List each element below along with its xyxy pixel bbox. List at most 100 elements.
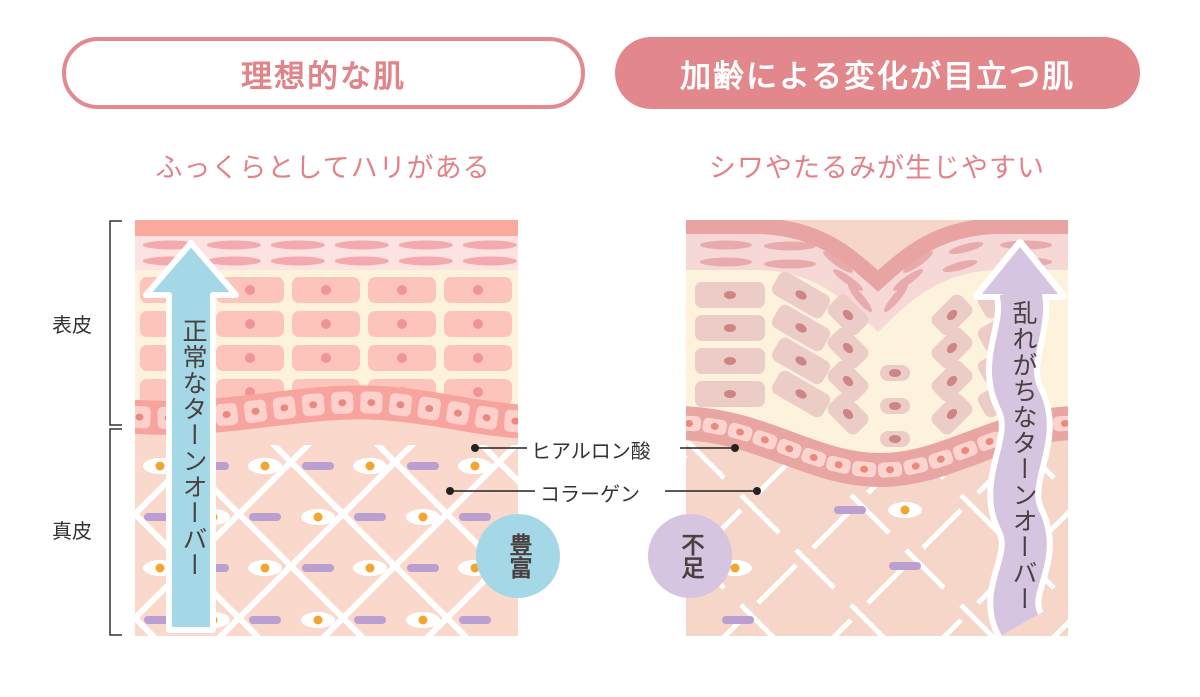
stratum-flake [833,269,863,291]
cell-nucleus [473,285,483,295]
keratinocyte [880,365,910,381]
keratinocyte [827,327,869,369]
basal-cell [360,391,383,414]
basal-cell-nucleus [760,436,769,444]
collagen-fiber [236,407,470,636]
keratinocyte [771,271,831,319]
collagen-fiber [794,548,836,590]
ideal-skin-header: 理想的な肌 [62,37,585,109]
collagen-fiber [1051,619,1068,636]
hyaluronic-acid-dot [900,505,910,515]
collagen-fiber [98,565,136,603]
hyaluronic-acid-dot [155,563,165,573]
keratinocyte [695,381,765,407]
cell-nucleus [842,408,854,420]
cell-nucleus [473,387,483,397]
basal-cell-nucleus [936,455,945,463]
aging-skin-subtitle: シワやたるみが生じやすい [709,153,1045,184]
collagen-fiber [686,455,688,459]
collagen-fiber [1143,510,1181,548]
stratum-flake [335,256,389,266]
irregular-turnover-label: 乱れがちなターンオーバー [1009,300,1038,612]
stratum-flake [942,259,978,273]
keratinocyte [771,304,831,352]
collagen-fiber [959,493,1001,535]
collagen-fiber [135,509,262,636]
hyaluronic-acid-dot [313,512,323,522]
basal-cell [474,405,499,430]
collagen-fiber [576,550,614,588]
basal-cell-nucleus [686,419,693,427]
basal-cell [504,409,518,433]
basal-cell [752,430,778,450]
keratinocyte [827,360,869,402]
cell-nucleus [889,369,901,377]
collagen-fiber [43,620,81,658]
keratinocyte [931,393,973,435]
basal-cell [686,415,702,432]
cell-nucleus [397,319,407,329]
keratinocyte [931,360,973,402]
stratum-flake [823,251,853,273]
collagen-fiber [0,565,26,603]
cell-nucleus [321,319,331,329]
stratum-flake [399,240,453,250]
collagen-fiber [1071,605,1109,643]
hyaluronic-acid-dot [260,563,270,573]
stratum-flake [700,257,752,267]
basal-cell-nucleus [809,453,818,462]
collagen-fiber [941,618,963,636]
collagen-fiber [0,495,9,533]
collagen-fiber [721,618,743,636]
cell-nucleus [842,342,854,354]
basal-cell [727,422,753,442]
collagen-bar [407,564,439,572]
stratum-flake [399,256,453,266]
basal-cell [1052,415,1068,432]
stratum-flake [271,256,325,266]
basal-cell [776,438,802,459]
collagen-fiber [424,542,518,636]
collagen-fiber [0,410,31,640]
stratum-flake [884,283,908,313]
basal-cell-nucleus [985,437,994,445]
collagen-fiber [98,455,136,493]
collagen-fiber [739,603,776,636]
keratinocyte [827,294,869,336]
basal-cell-nucleus [367,399,376,407]
collagen-fiber [1088,565,1126,603]
hyaluronic-acid-label: ヒアルロン酸 [531,439,651,463]
stratum-flake [948,241,984,255]
cell-nucleus [724,324,736,332]
cell-nucleus [795,389,807,399]
collagen-fiber [593,620,631,658]
keratinocyte [695,282,765,308]
basal-cell-nucleus [834,461,843,469]
cell-nucleus [946,309,958,321]
cell-nucleus [245,387,255,397]
stratum-flake [207,256,261,266]
collagen-bar [889,562,921,570]
basal-cell-nucleus [453,409,462,417]
collagen-bar [302,564,334,572]
abundant-badge: 豊富 [476,514,560,598]
collagen-fiber [135,407,346,623]
cell-nucleus [321,285,331,295]
cell-nucleus [724,357,736,365]
basal-cell-nucleus [1061,419,1068,427]
cell-nucleus [245,319,255,329]
collagen-fiber [849,493,891,535]
turnover-arrow-irregular [973,239,1067,639]
keratinocyte [931,327,973,369]
cell-nucleus [473,319,483,329]
hyaluronic-acid-dot [418,512,428,522]
collagen-fiber [866,563,908,605]
basal-cell-nucleus [710,422,719,430]
collagen-fiber [1143,620,1181,658]
collagen-fiber [26,550,64,588]
stratum-flake [893,269,923,291]
collagen-lattice [0,407,518,640]
basal-cell-nucleus [280,404,289,412]
cell-nucleus [795,323,807,333]
